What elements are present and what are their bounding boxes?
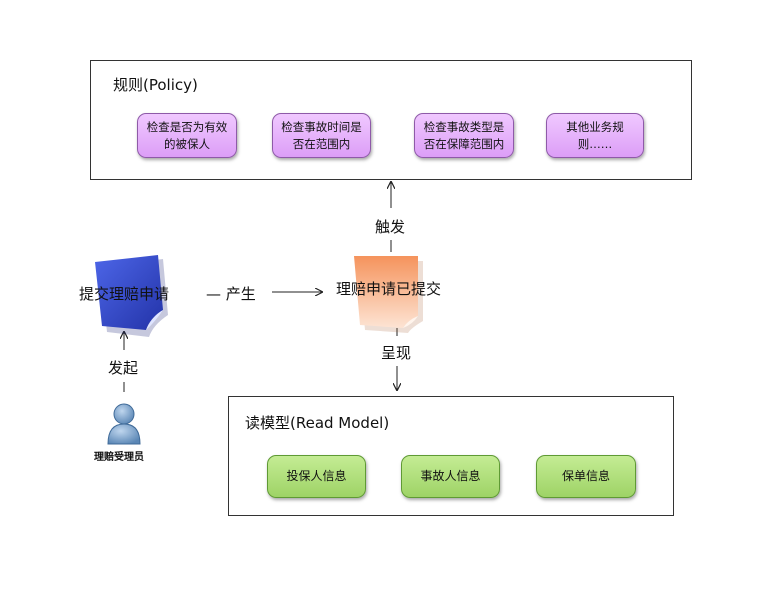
initiate-edge-label: 发起 [108,359,139,377]
read-model-policyholder-info: 投保人信息 [267,455,366,498]
command-label: 提交理赔申请 [79,285,170,303]
event-label: 理赔申请已提交 [336,280,442,298]
read-model-title: 读模型(Read Model) [245,414,390,432]
read-model-policy-info: 保单信息 [536,455,636,498]
present-edge-label: 呈现 [381,344,412,362]
actor-person-icon [107,403,141,445]
policy-title: 规则(Policy) [113,76,198,94]
rule-accident-type: 检查事故类型是否在保障范围内 [414,113,514,158]
trigger-edge-label: 触发 [375,218,406,236]
rule-valid-insured: 检查是否为有效的被保人 [137,113,237,158]
actor-label: 理赔受理员 [94,452,144,463]
produce-edge-label: — 产生 [206,285,256,303]
read-model-accident-person-info: 事故人信息 [401,455,500,498]
command-sticky-note [95,255,168,337]
rule-accident-time: 检查事故时间是否在范围内 [272,113,371,158]
event-sticky-note [354,256,423,333]
rule-other: 其他业务规则…… [546,113,644,158]
